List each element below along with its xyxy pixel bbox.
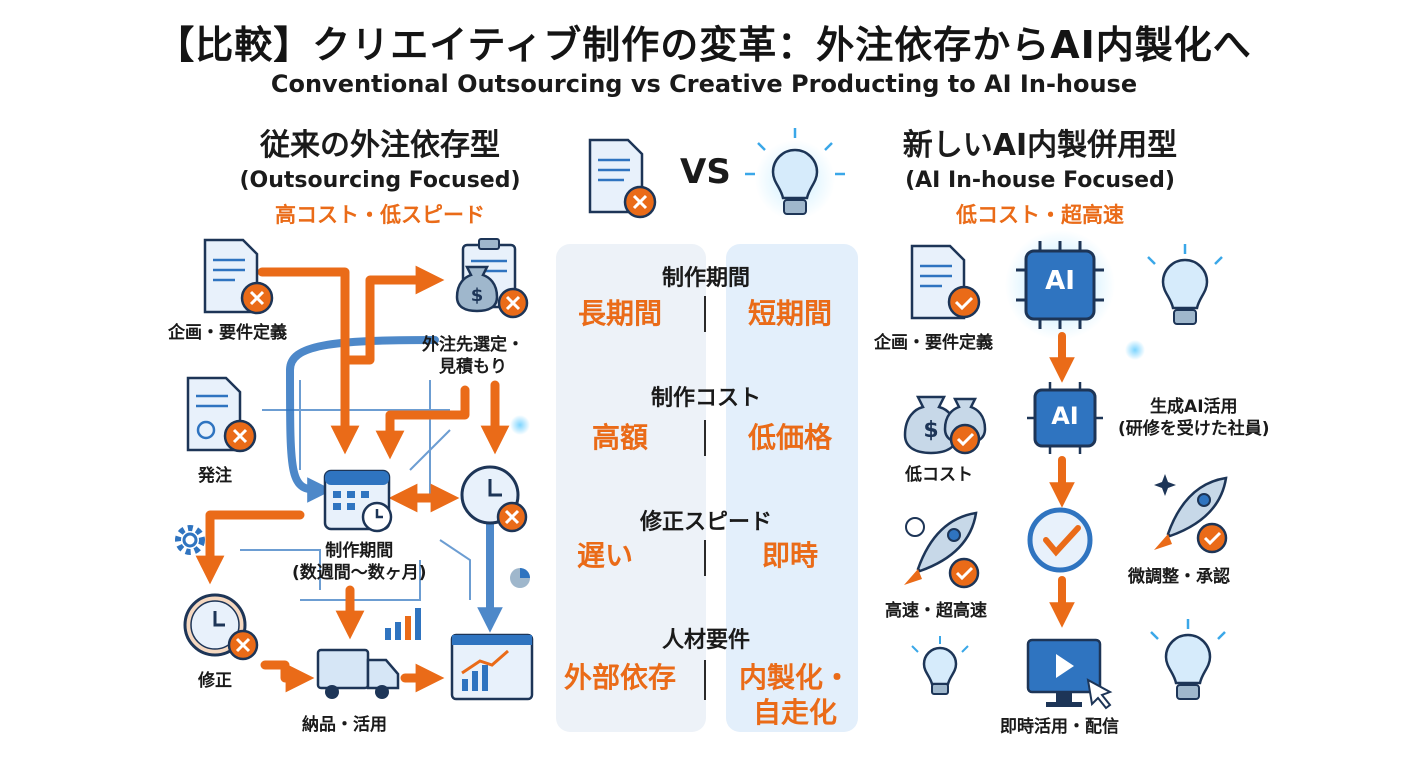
right-column-subtitle: (AI In-house Focused) [905,168,1175,193]
bar-chart-icon [385,608,421,640]
left-node-revision: 修正 [198,671,232,691]
svg-text:$: $ [923,418,938,443]
comparison-divider [704,660,706,700]
gen-ai-chip-label: AI [1051,402,1079,430]
planning-document-icon [203,238,274,315]
comparison-divider [704,540,706,576]
rocket-icon [904,511,980,589]
left-node-delivery: 納品・活用 [302,715,387,735]
left-node-period-line1: 制作期間 [325,541,394,561]
left-node-order: 発注 [198,466,232,486]
right-node-gen-ai-line2: (研修を受けた社員) [1118,419,1270,440]
delivery-truck-icon [316,648,400,699]
pie-chart-icon [510,568,530,588]
planning-check-document-icon [910,244,981,320]
comparison-divider [704,420,706,456]
left-node-period: 制作期間 (数週間〜数ヶ月) [292,540,427,584]
comparison-label-cost: 制作コスト [650,386,761,411]
vs-label: VS [680,152,731,192]
right-node-gen-ai: 生成AI活用 (研修を受けた社員) [1118,396,1270,440]
right-node-gen-ai-line1: 生成AI活用 [1150,397,1238,417]
left-node-vendor: 外注先選定・ 見積もり [422,334,524,378]
comparison-divider [704,296,706,332]
comparison-right-revision: 即時 [761,539,818,572]
right-node-planning: 企画・要件定義 [874,333,993,353]
left-column-subtitle: (Outsourcing Focused) [239,168,521,193]
right-column-header: 新しいAI内製併用型 (AI In-house Focused) 低コスト・超高… [860,120,1220,229]
vendor-quote-icon: $ [455,238,529,319]
document-reject-icon [588,138,657,219]
video-monitor-icon [1026,638,1113,710]
order-document-icon [186,376,257,453]
left-column-tagline: 高コスト・低スピード [275,203,485,227]
lightbulb-icon-top-right [1147,244,1223,325]
right-node-low-cost: 低コスト [905,465,973,485]
left-column-title: 従来の外注依存型 [260,128,500,163]
revision-clock-icon [183,593,259,661]
gear-icon [175,525,205,555]
comparison-label-staff: 人材要件 [661,628,750,653]
ai-chip-label: AI [1045,266,1075,296]
approval-check-icon [1027,507,1093,573]
dashboard-monitor-icon [450,633,534,701]
right-column-tagline: 低コスト・超高速 [956,203,1124,227]
comparison-left-staff: 外部依存 [563,661,676,694]
comparison-label-revision: 修正スピード [639,510,772,535]
right-node-fine-tune: 微調整・承認 [1128,567,1230,587]
calendar-icon [323,469,393,533]
lightbulb-icon-bottom-left [911,636,969,695]
left-node-period-line2: (数週間〜数ヶ月) [292,563,427,584]
comparison-left-period: 長期間 [577,297,662,330]
money-bag-check-icon: $ [903,395,987,455]
comparison-left-revision: 遅い [576,539,633,572]
left-node-planning: 企画・要件定義 [168,323,287,343]
comparison-right-staff: 内製化・ 自走化 [738,661,851,729]
right-column-title: 新しいAI内製併用型 [902,128,1178,163]
sparkle-icon [1125,340,1145,360]
fine-tune-rocket-icon [1154,474,1228,554]
comparison-label-period: 制作期間 [661,266,750,291]
comparison-left-cost: 高額 [591,421,648,454]
lightbulb-icon-bottom-right [1150,619,1226,700]
left-column-header: 従来の外注依存型 (Outsourcing Focused) 高コスト・低スピー… [200,120,560,229]
left-node-vendor-line2: 見積もり [439,357,507,378]
right-node-deploy: 即時活用・配信 [1000,717,1119,737]
comparison-right-cost: 低価格 [747,421,832,454]
lightbulb-icon [745,128,845,220]
comparison-panel-left [556,244,706,732]
clock-icon [460,465,528,533]
comparison-right-period: 短期間 [747,297,832,330]
page-subtitle: Conventional Outsourcing vs Creative Pro… [270,70,1138,98]
svg-text:$: $ [471,285,484,306]
small-bulb-icon [510,415,530,435]
left-node-vendor-line1: 外注先選定・ [422,335,524,355]
gen-ai-chip-icon [1027,382,1103,454]
ai-chip-icon [1005,230,1115,340]
right-node-speed: 高速・超高速 [885,601,987,621]
page-title: 【比較】クリエイティブ制作の変革：外注依存からAI内製化へ [156,23,1252,67]
comparison-panel-right [726,244,858,732]
